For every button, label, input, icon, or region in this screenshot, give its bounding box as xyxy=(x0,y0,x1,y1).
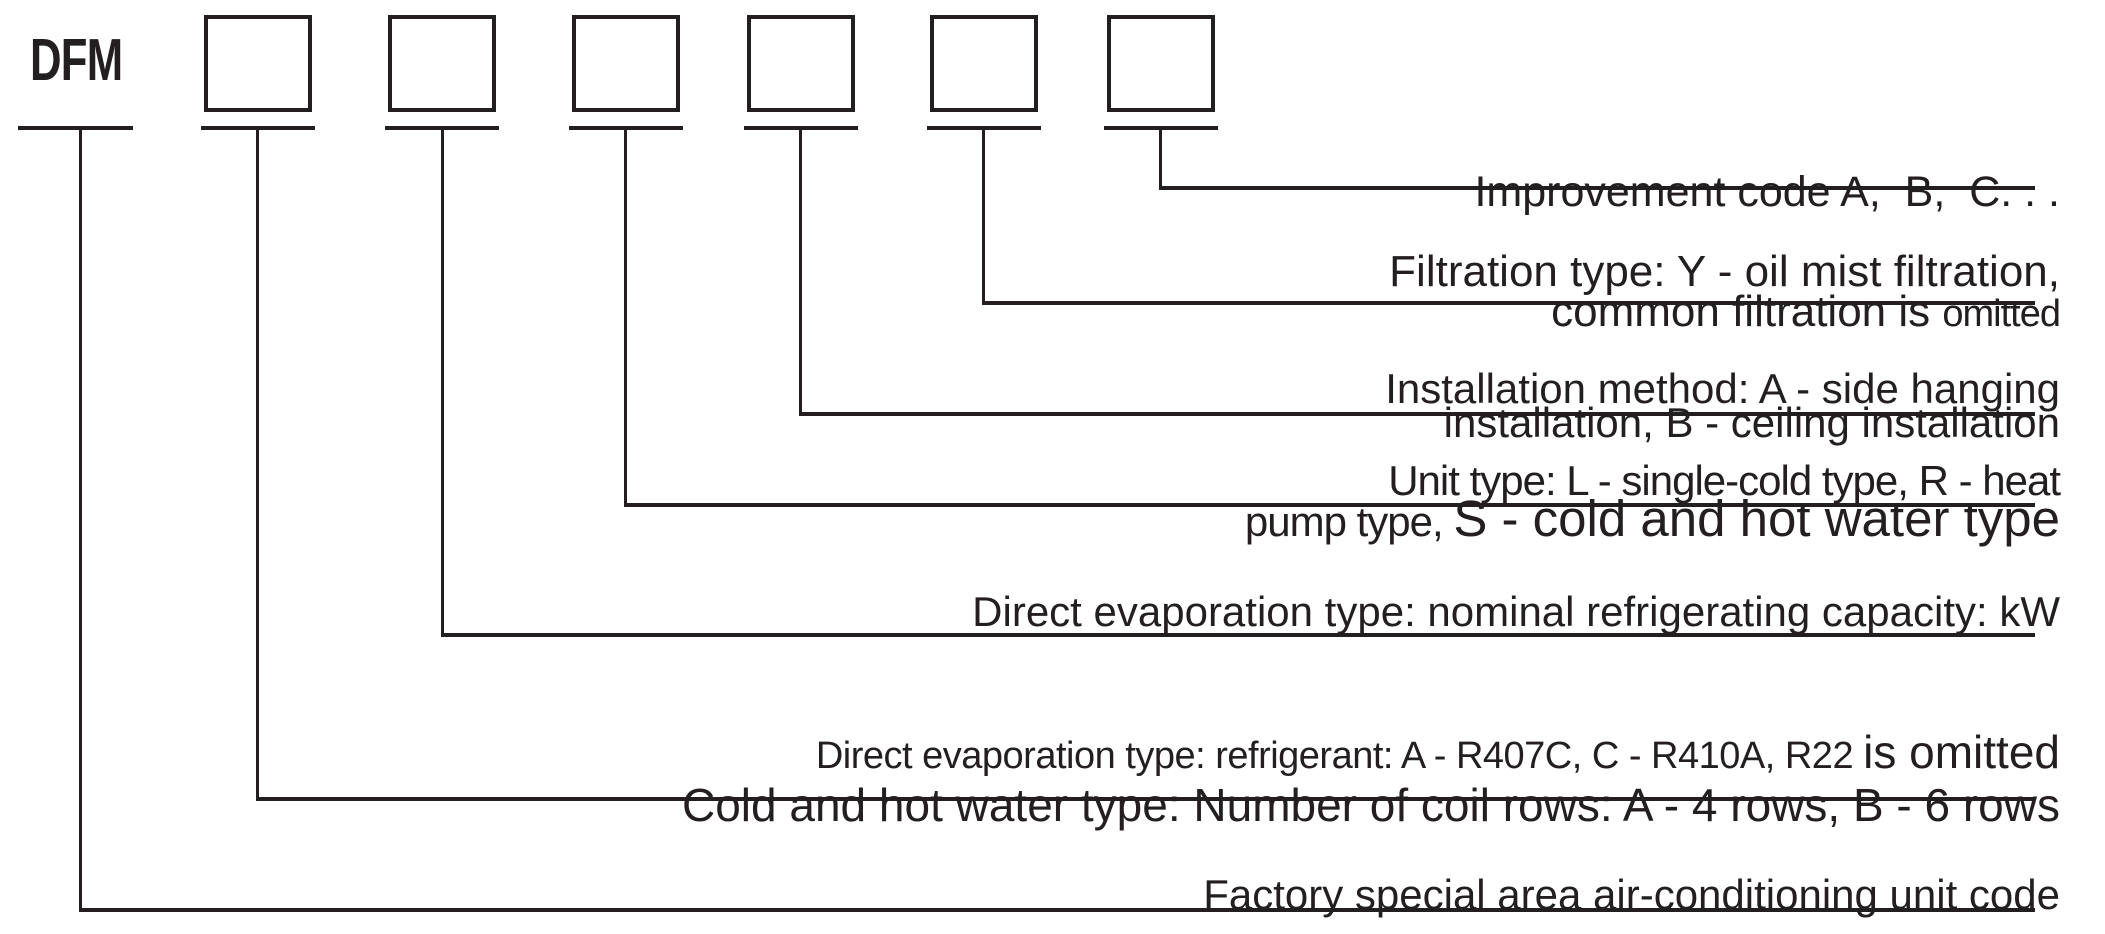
connector-hline-nominal xyxy=(441,633,2035,637)
product-code-prefix: DFM xyxy=(30,27,123,93)
annotation-coil-rows-line2: Cold and hot water type: Number of coil … xyxy=(681,779,2060,831)
annotation-factory-code: Factory special area air-conditioning un… xyxy=(1203,871,2060,918)
code-box-2 xyxy=(388,15,496,112)
connector-vline-box1 xyxy=(256,128,259,801)
connector-hline-unit-type xyxy=(624,503,2035,507)
code-box-3 xyxy=(572,15,680,112)
connector-hline-factory xyxy=(79,908,2035,912)
code-box-5 xyxy=(930,15,1038,112)
connector-hline-installation xyxy=(799,412,2035,416)
annotation-refrigerant-line1: Direct evaporation type: refrigerant: A … xyxy=(815,726,2060,778)
annotation-filtration-line2: common filtration is omitted xyxy=(1551,287,2061,336)
code-box-4 xyxy=(747,15,855,112)
annotation-installation-line1: Installation method: A - side hanging xyxy=(1385,365,2060,412)
code-box-6 xyxy=(1107,15,1215,112)
prefix-underline xyxy=(18,126,133,130)
connector-vline-box4 xyxy=(799,128,802,416)
connector-hline-improvement xyxy=(1159,186,2035,190)
code-box-1 xyxy=(204,15,312,112)
annotation-improvement-code: Improvement code A, B, C. . . xyxy=(1427,128,2060,257)
annotation-improvement-line1: Improvement code A, B, C. . . xyxy=(1474,168,2060,216)
annotation-nominal-capacity: Direct evaporation type: nominal refrige… xyxy=(972,588,2060,635)
connector-vline-box6 xyxy=(1159,128,1162,190)
connector-vline-box5 xyxy=(982,128,985,305)
connector-vline-box3 xyxy=(624,128,627,507)
connector-hline-refrigerant xyxy=(256,797,2035,801)
annotation-installation-line2: installation, B - ceiling installation xyxy=(1443,399,2060,446)
annotation-unit-type-line2: pump type, S - cold and hot water type xyxy=(1244,490,2060,547)
connector-vline-box2 xyxy=(441,128,444,637)
connector-vline-prefix xyxy=(79,128,82,912)
connector-hline-filtration xyxy=(982,301,2035,305)
annotation-filtration-line1: Filtration type: Y - oil mist filtration… xyxy=(1389,247,2060,296)
annotation-unit-type-line1: Unit type: L - single-cold type, R - hea… xyxy=(1388,457,2061,504)
